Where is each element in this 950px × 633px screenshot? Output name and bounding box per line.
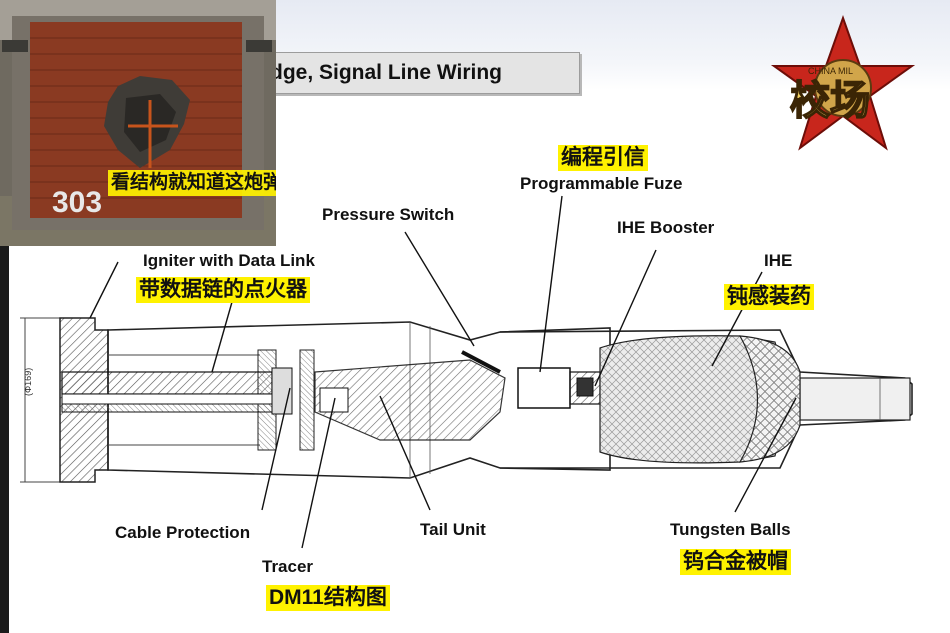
igniter-label: Igniter with Data Link: [143, 251, 315, 270]
slide-title: dge, Signal Line Wiring: [270, 61, 502, 84]
tungsten-balls-label: Tungsten Balls: [670, 520, 791, 539]
breached-wall-photo: 303 看结构就知道这炮弹也能破障: [0, 0, 276, 246]
dimension-marker: (Φ169): [20, 317, 60, 483]
programmable-fuze-cn-label: 编程引信: [558, 145, 648, 171]
tail-unit-assembly: [314, 350, 506, 441]
pressure-switch-label: Pressure Switch: [322, 205, 455, 224]
igniter-tube: [61, 367, 293, 415]
ihe-booster-label: IHE Booster: [617, 218, 715, 237]
leader-lines: [89, 195, 797, 549]
programmable-fuze-label: Programmable Fuze: [520, 174, 683, 193]
ihe-cn-label: 钝感装药: [724, 284, 814, 310]
tungsten-cn-label: 钨合金被帽: [680, 549, 791, 575]
tracer-label: Tracer: [262, 557, 314, 576]
dimension-label: (Φ169): [23, 368, 33, 396]
brand-logo-star: CHINA MIL 校场: [770, 15, 916, 151]
tail-unit-label: Tail Unit: [420, 520, 486, 539]
cable-protection-label: Cable Protection: [115, 523, 251, 542]
wall-number: 303: [52, 186, 102, 219]
wall-photo-image: 303: [0, 0, 276, 246]
title-box: [250, 52, 580, 94]
photo-caption: 看结构就知道这炮弹也能破障: [108, 170, 276, 196]
logo-text: 校场: [790, 78, 870, 124]
dm11-diagram-label: DM11结构图: [266, 585, 390, 611]
igniter-cn-label: 带数据链的点火器: [136, 277, 310, 303]
programmable-fuze-block: [517, 367, 601, 409]
ihe-label: IHE: [764, 251, 793, 270]
slide-left-edge: [0, 246, 9, 633]
logo-ring-text: CHINA MIL: [808, 66, 853, 76]
tungsten-balls-cap: [738, 335, 801, 463]
